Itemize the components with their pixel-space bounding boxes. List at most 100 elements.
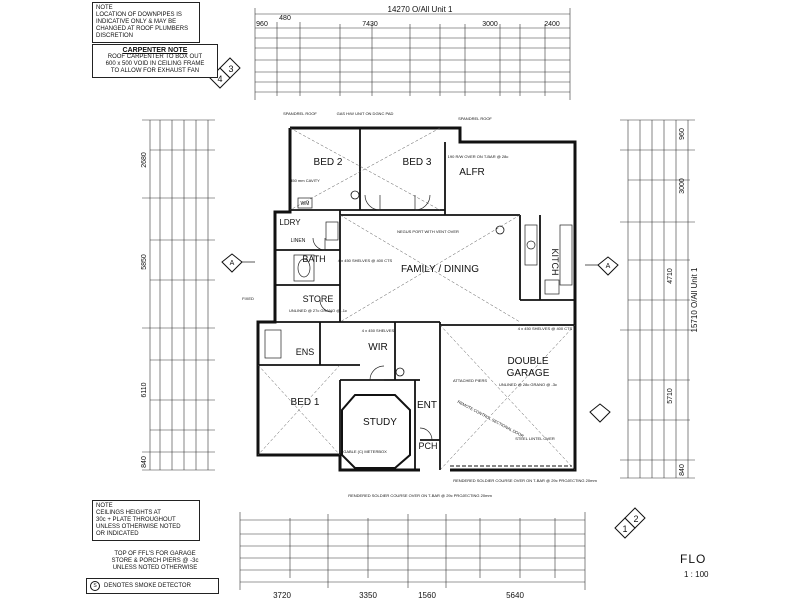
top-dim-1: 960 — [256, 21, 268, 28]
downpipes-note-line: DISCRETION — [96, 33, 134, 39]
label-store-detail: UNLINED @ 27c GRANO @ -1c — [289, 308, 347, 313]
room-bed1: BED 1 — [291, 397, 320, 408]
top-dim-2: 480 — [279, 15, 291, 22]
top-dimension-chain — [254, 8, 571, 100]
section-marker-left: A — [221, 253, 255, 273]
room-linen: LINEN — [291, 238, 306, 244]
right-overall-dimension: 15710 O/All Unit 1 — [690, 267, 699, 332]
external-walls — [256, 126, 577, 472]
top-overall-dimension: 14270 O/All Unit 1 — [388, 5, 453, 14]
ffl-note-line: STORE & PORCH PIERS @ -3c — [111, 558, 199, 564]
bottom-dimension-chain — [239, 512, 586, 590]
smoke-detector-legend-text: DENOTES SMOKE DETECTOR — [104, 582, 191, 589]
internal-walls — [258, 128, 575, 470]
bottom-dim-4: 5640 — [506, 591, 524, 600]
left-dim-2: 5850 — [141, 254, 148, 270]
left-dim-3: 6110 — [141, 382, 148, 397]
ceilings-note-line: NOTE — [96, 503, 113, 509]
label-garage-detail: UNLINED @ 28c GRANO @ -3c — [499, 382, 557, 387]
smoke-detector-legend: S DENOTES SMOKE DETECTOR — [86, 578, 219, 594]
section-marker-label-2: 2 — [633, 514, 638, 524]
label-alfr-detail: 190 R/W OVER ON T-BAR @ 28c — [448, 154, 509, 159]
ceilings-note-line: UNLESS OTHERWISE NOTED — [96, 524, 181, 530]
room-ent: ENT — [417, 400, 437, 411]
label-gas-hw: GAS H/W UNIT ON DGNC PAD — [337, 111, 394, 116]
room-double-garage-line2: GARAGE — [507, 368, 550, 379]
label-bed2-cavity: 350 mm CAVITY — [290, 178, 320, 183]
ffl-note-line: TOP OF FFL'S FOR GARAGE — [114, 551, 196, 557]
label-shelves-family: 4 x 450 SHELVES @ 400 CTS — [338, 258, 393, 263]
study-bay-outline — [341, 394, 411, 469]
ceilings-note: NOTE CEILINGS HEIGHTS AT 30c + PLATE THR… — [92, 500, 200, 541]
right-dim-4: 5710 — [667, 388, 674, 404]
label-gable-meterbox: GABLE (C) METERBOX — [343, 449, 387, 454]
left-dimension-chain — [142, 119, 215, 471]
carpenter-note-line: ROOF CARPENTER TO BOX OUT — [107, 54, 203, 60]
room-ens: ENS — [296, 347, 315, 357]
room-bed3: BED 3 — [403, 157, 432, 168]
door-swings — [312, 194, 433, 441]
label-attached-pier: ATTACHED PIERS — [453, 378, 487, 383]
top-dim-5: 2400 — [544, 21, 560, 28]
right-dim-2: 3000 — [679, 178, 686, 194]
room-family-dining: FAMILY / DINING — [401, 264, 479, 275]
ceilings-note-line: OR INDICATED — [96, 531, 139, 537]
downpipes-note: NOTE LOCATION OF DOWNPIPES IS INDICATIVE… — [92, 2, 200, 43]
room-ldry: LDRY — [279, 218, 301, 227]
downpipes-note-line: CHANGED AT ROOF PLUMBERS — [96, 26, 189, 32]
ffl-note: TOP OF FFL'S FOR GARAGE STORE & PORCH PI… — [92, 549, 218, 574]
label-soldier-course-garage: RENDERED SOLDIER COURSE OVER ON T-BAR @ … — [453, 478, 597, 483]
fixtures — [264, 197, 573, 359]
bottom-dim-3: 1560 — [418, 591, 436, 600]
right-dim-1: 960 — [679, 128, 686, 140]
section-marker-bottom: 1 2 — [614, 507, 646, 539]
room-store: STORE — [303, 294, 334, 304]
room-wir: WIR — [368, 342, 387, 353]
left-dim-1: 2680 — [141, 152, 148, 168]
right-dim-5: 840 — [679, 464, 686, 476]
carpenter-note-line: TO ALLOW FOR EXHAUST FAN — [110, 68, 200, 74]
drawing-title: FLO — [680, 552, 707, 566]
section-marker-label-a-right: A — [606, 263, 611, 270]
top-dim-4: 3000 — [482, 21, 498, 28]
left-dim-4: 840 — [141, 456, 148, 468]
room-double-garage-line1: DOUBLE — [507, 356, 548, 367]
ffl-note-line: UNLESS NOTED OTHERWISE — [112, 565, 198, 571]
top-dim-3: 7430 — [362, 21, 378, 28]
label-remote-door: REMOTE CONTROL SECTIONAL DOOR — [457, 399, 525, 438]
label-soldier-course-porch: RENDERED SOLDIER COURSE OVER ON T-BAR @ … — [348, 493, 492, 498]
ceilings-note-line: 30c + PLATE THROUGHOUT — [96, 517, 176, 523]
label-fixed: FIXED — [242, 296, 254, 301]
downpipes-note-line: INDICATIVE ONLY & MAY BE — [96, 19, 177, 25]
room-wm: WM — [301, 201, 310, 207]
detail-labels: SPANDREL ROOF SPANDREL ROOF GAS H/W UNIT… — [242, 111, 597, 498]
label-wir-detail: 4 x 450 SHELVES — [362, 328, 395, 333]
room-study: STUDY — [363, 417, 397, 428]
label-shelves-garage: 4 x 450 SHELVES @ 400 CTS — [518, 326, 573, 331]
carpenter-note: CARPENTER NOTE ROOF CARPENTER TO BOX OUT… — [92, 44, 218, 78]
section-marker-label-3: 3 — [228, 64, 233, 74]
room-kitch: KITCH — [550, 249, 560, 276]
drawing-scale: 1 : 100 — [684, 570, 709, 579]
smoke-detector-symbol-icon: S — [90, 581, 100, 591]
room-pch: PCH — [418, 441, 437, 451]
section-marker-right: A — [585, 256, 619, 276]
label-spandrel-right: SPANDREL ROOF — [458, 116, 492, 121]
right-dim-3: 4710 — [667, 268, 674, 284]
section-marker-label-1: 1 — [622, 524, 627, 534]
section-marker-top: 4 3 — [209, 57, 241, 89]
bottom-dim-2: 3350 — [359, 591, 377, 600]
right-dimension-chain — [620, 119, 695, 479]
label-steel-lintel: STEEL LINTEL OVER — [515, 436, 555, 441]
room-bath: BATH — [302, 254, 325, 264]
room-bed2: BED 2 — [314, 157, 343, 168]
carpenter-note-line: 600 x 500 VOID IN CEILING FRAME — [105, 61, 205, 67]
bottom-dim-1: 3720 — [273, 591, 291, 600]
section-marker-right-lower — [589, 403, 611, 423]
downpipes-note-line: NOTE — [96, 5, 113, 11]
room-alfr: ALFR — [459, 167, 485, 178]
downpipes-note-line: LOCATION OF DOWNPIPES IS — [96, 12, 182, 18]
section-marker-label-a-left: A — [230, 260, 235, 267]
smoke-detectors — [350, 190, 505, 377]
